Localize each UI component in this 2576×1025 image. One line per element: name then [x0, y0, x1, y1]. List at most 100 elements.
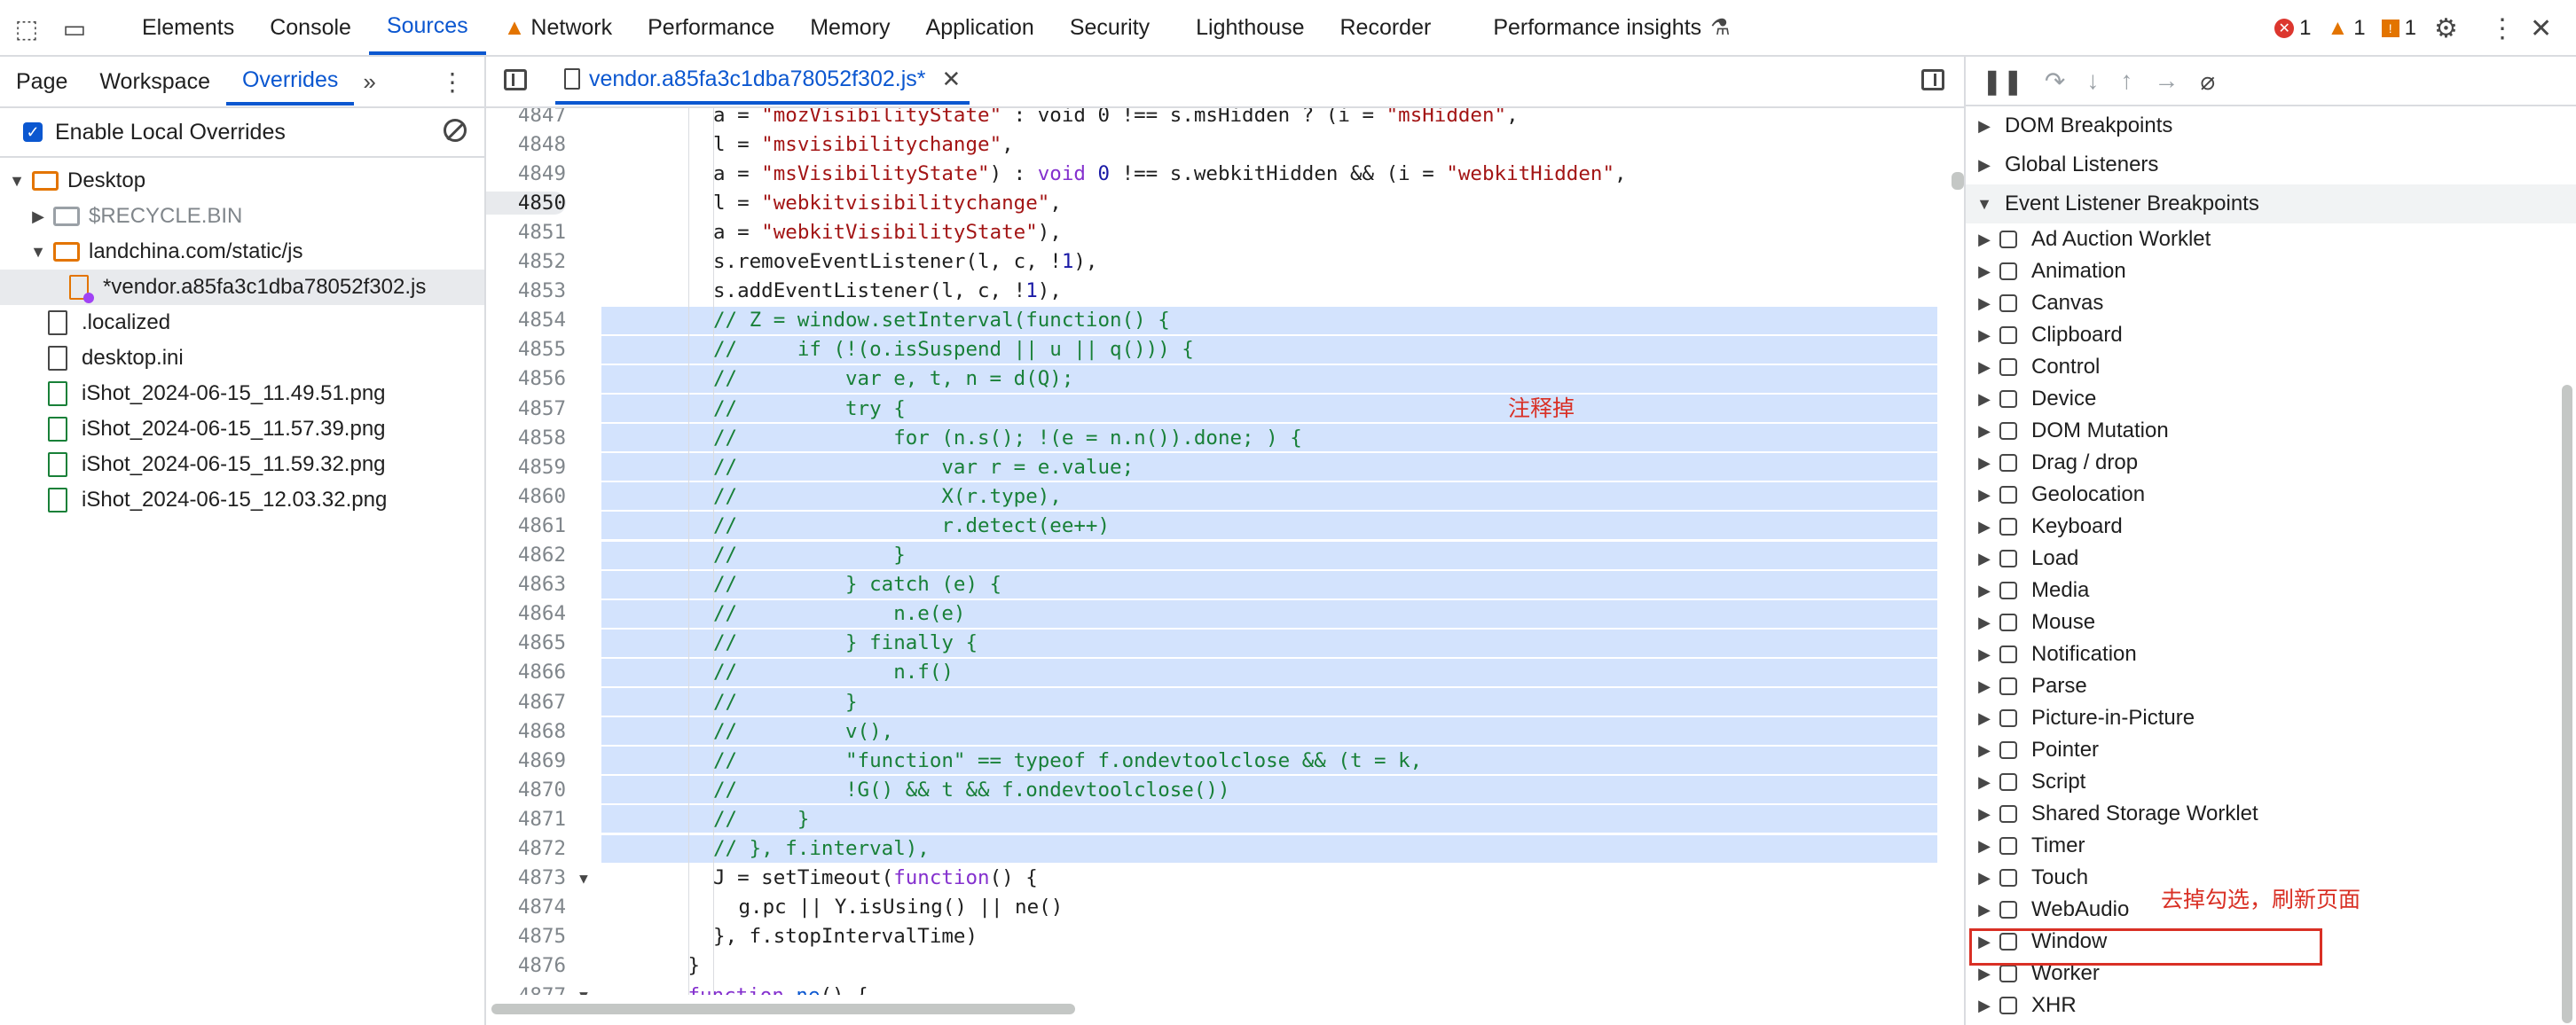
- breakpoint-notification[interactable]: ▶Notification: [1966, 638, 2576, 670]
- breakpoint-media[interactable]: ▶Media: [1966, 575, 2576, 606]
- collapsed-arrow-icon[interactable]: ▶: [1978, 389, 1991, 408]
- tab-page[interactable]: Page: [16, 68, 68, 94]
- close-tab-icon[interactable]: ✕: [941, 65, 962, 92]
- line-number[interactable]: 4852: [517, 250, 566, 273]
- toggle-debugger-icon[interactable]: [1921, 69, 1944, 90]
- tab-security[interactable]: Security: [1052, 0, 1167, 55]
- tab-lighthouse[interactable]: Lighthouse: [1178, 0, 1322, 55]
- breakpoint-checkbox[interactable]: [1999, 614, 2017, 631]
- breakpoint-checkbox[interactable]: [1999, 326, 2017, 344]
- section-dom-breakpoints[interactable]: ▶DOM Breakpoints: [1966, 106, 2576, 145]
- code-line[interactable]: 4856// var e, t, n = d(Q);: [486, 364, 1937, 393]
- line-number[interactable]: 4857: [517, 396, 566, 420]
- line-number[interactable]: 4866: [517, 661, 566, 685]
- collapsed-arrow-icon[interactable]: ▶: [1978, 836, 1991, 855]
- line-number[interactable]: 4864: [517, 602, 566, 626]
- code-line[interactable]: 4868// v(),: [486, 717, 1937, 746]
- horizontal-scrollbar[interactable]: [491, 1004, 1075, 1014]
- code-line[interactable]: 4857// try {: [486, 395, 1937, 422]
- editor-file-tab[interactable]: vendor.a85fa3c1dba78052f302.js* ✕: [555, 57, 970, 105]
- line-number[interactable]: 4877: [486, 984, 566, 996]
- line-number[interactable]: 4853: [517, 279, 566, 303]
- code-line[interactable]: 4870// !G() && t && f.ondevtoolclose()): [486, 776, 1937, 804]
- step-over-icon[interactable]: ↷: [2044, 67, 2066, 95]
- code-line[interactable]: 4860// X(r.type),: [486, 482, 1937, 511]
- breakpoint-picture-in-picture[interactable]: ▶Picture-in-Picture: [1966, 702, 2576, 734]
- tree-item[interactable]: desktop.ini: [0, 340, 484, 376]
- code-line[interactable]: 4869// "function" == typeof f.ondevtoolc…: [486, 747, 1937, 775]
- tree-item[interactable]: iShot_2024-06-15_11.59.32.png: [0, 447, 484, 482]
- collapsed-arrow-icon[interactable]: ▶: [1978, 549, 1991, 567]
- tab-memory[interactable]: Memory: [792, 0, 907, 55]
- warning-count[interactable]: ▲1: [2327, 16, 2366, 40]
- line-number[interactable]: 4869: [517, 748, 566, 772]
- breakpoint-drag-drop[interactable]: ▶Drag / drop: [1966, 447, 2576, 479]
- breakpoint-parse[interactable]: ▶Parse: [1966, 670, 2576, 702]
- step-into-icon[interactable]: ↓: [2086, 67, 2100, 94]
- breakpoint-geolocation[interactable]: ▶Geolocation: [1966, 479, 2576, 511]
- tree-item[interactable]: ▼Desktop: [0, 163, 484, 199]
- breakpoint-checkbox[interactable]: [1999, 231, 2017, 248]
- line-number[interactable]: 4871: [517, 807, 566, 831]
- collapsed-arrow-icon[interactable]: ▶: [1978, 964, 1991, 982]
- tree-item[interactable]: *vendor.a85fa3c1dba78052f302.js: [0, 270, 484, 305]
- collapsed-arrow-icon[interactable]: ▶: [1978, 677, 1991, 695]
- collapsed-arrow-icon[interactable]: ▶: [1978, 772, 1991, 791]
- breakpoint-ad-auction-worklet[interactable]: ▶Ad Auction Worklet: [1966, 223, 2576, 255]
- collapsed-arrow-icon[interactable]: ▶: [1978, 868, 1991, 887]
- issues-count[interactable]: !1: [2381, 16, 2416, 41]
- collapsed-arrow-icon[interactable]: ▶: [1978, 262, 1991, 280]
- line-number[interactable]: 4863: [517, 573, 566, 597]
- tab-elements[interactable]: Elements: [124, 0, 252, 55]
- line-number[interactable]: 4847: [517, 108, 566, 127]
- collapsed-arrow-icon[interactable]: ▶: [1978, 453, 1991, 472]
- collapsed-arrow-icon[interactable]: ▶: [1978, 517, 1991, 536]
- vertical-scrollbar[interactable]: [1952, 172, 1964, 190]
- tab-workspace[interactable]: Workspace: [99, 68, 210, 94]
- collapsed-arrow-icon[interactable]: ▶: [1978, 932, 1991, 951]
- tree-item[interactable]: iShot_2024-06-15_12.03.32.png: [0, 482, 484, 518]
- breakpoint-checkbox[interactable]: [1999, 709, 2017, 727]
- code-line[interactable]: 4875}, f.stopIntervalTime): [486, 923, 1937, 951]
- breakpoint-clipboard[interactable]: ▶Clipboard: [1966, 319, 2576, 351]
- section-global-listeners[interactable]: ▶Global Listeners: [1966, 145, 2576, 184]
- breakpoint-checkbox[interactable]: [1999, 262, 2017, 280]
- breakpoint-keyboard[interactable]: ▶Keyboard: [1966, 511, 2576, 543]
- code-line[interactable]: 4867// }: [486, 688, 1937, 716]
- pause-icon[interactable]: ❚❚: [1982, 67, 2023, 95]
- collapsed-arrow-icon[interactable]: ▶: [1978, 293, 1991, 312]
- line-number[interactable]: 4854: [517, 309, 566, 333]
- tab-network[interactable]: ▲Network: [486, 0, 630, 55]
- breakpoint-checkbox[interactable]: [1999, 550, 2017, 567]
- collapsed-arrow-icon[interactable]: ▶: [1978, 708, 1991, 727]
- code-line[interactable]: 4866// n.f(): [486, 658, 1937, 686]
- collapsed-arrow-icon[interactable]: ▶: [1978, 485, 1991, 504]
- tab-recorder[interactable]: Recorder: [1322, 0, 1449, 55]
- line-number[interactable]: 4858: [517, 426, 566, 450]
- code-line[interactable]: 4861// r.detect(ee++): [486, 512, 1937, 540]
- breakpoint-control[interactable]: ▶Control: [1966, 351, 2576, 383]
- debugger-scrollbar[interactable]: [2562, 385, 2572, 1023]
- tree-item[interactable]: iShot_2024-06-15_11.49.51.png: [0, 376, 484, 411]
- code-line[interactable]: 4859// var r = e.value;: [486, 453, 1937, 481]
- breakpoint-checkbox[interactable]: [1999, 965, 2017, 982]
- breakpoint-xhr[interactable]: ▶XHR: [1966, 990, 2576, 1021]
- breakpoint-checkbox[interactable]: [1999, 390, 2017, 408]
- breakpoint-checkbox[interactable]: [1999, 741, 2017, 759]
- line-number[interactable]: 4868: [517, 719, 566, 743]
- toggle-navigator-icon[interactable]: [504, 69, 527, 90]
- breakpoint-checkbox[interactable]: [1999, 773, 2017, 791]
- code-line[interactable]: 4863// } catch (e) {: [486, 570, 1937, 599]
- deactivate-breakpoints-icon[interactable]: ⌀: [2200, 67, 2216, 95]
- breakpoint-checkbox[interactable]: [1999, 358, 2017, 376]
- error-count[interactable]: ✕1: [2274, 16, 2312, 41]
- code-line[interactable]: 4854// Z = window.setInterval(function()…: [486, 306, 1937, 334]
- line-number[interactable]: 4860: [517, 484, 566, 508]
- line-number[interactable]: 4859: [517, 455, 566, 479]
